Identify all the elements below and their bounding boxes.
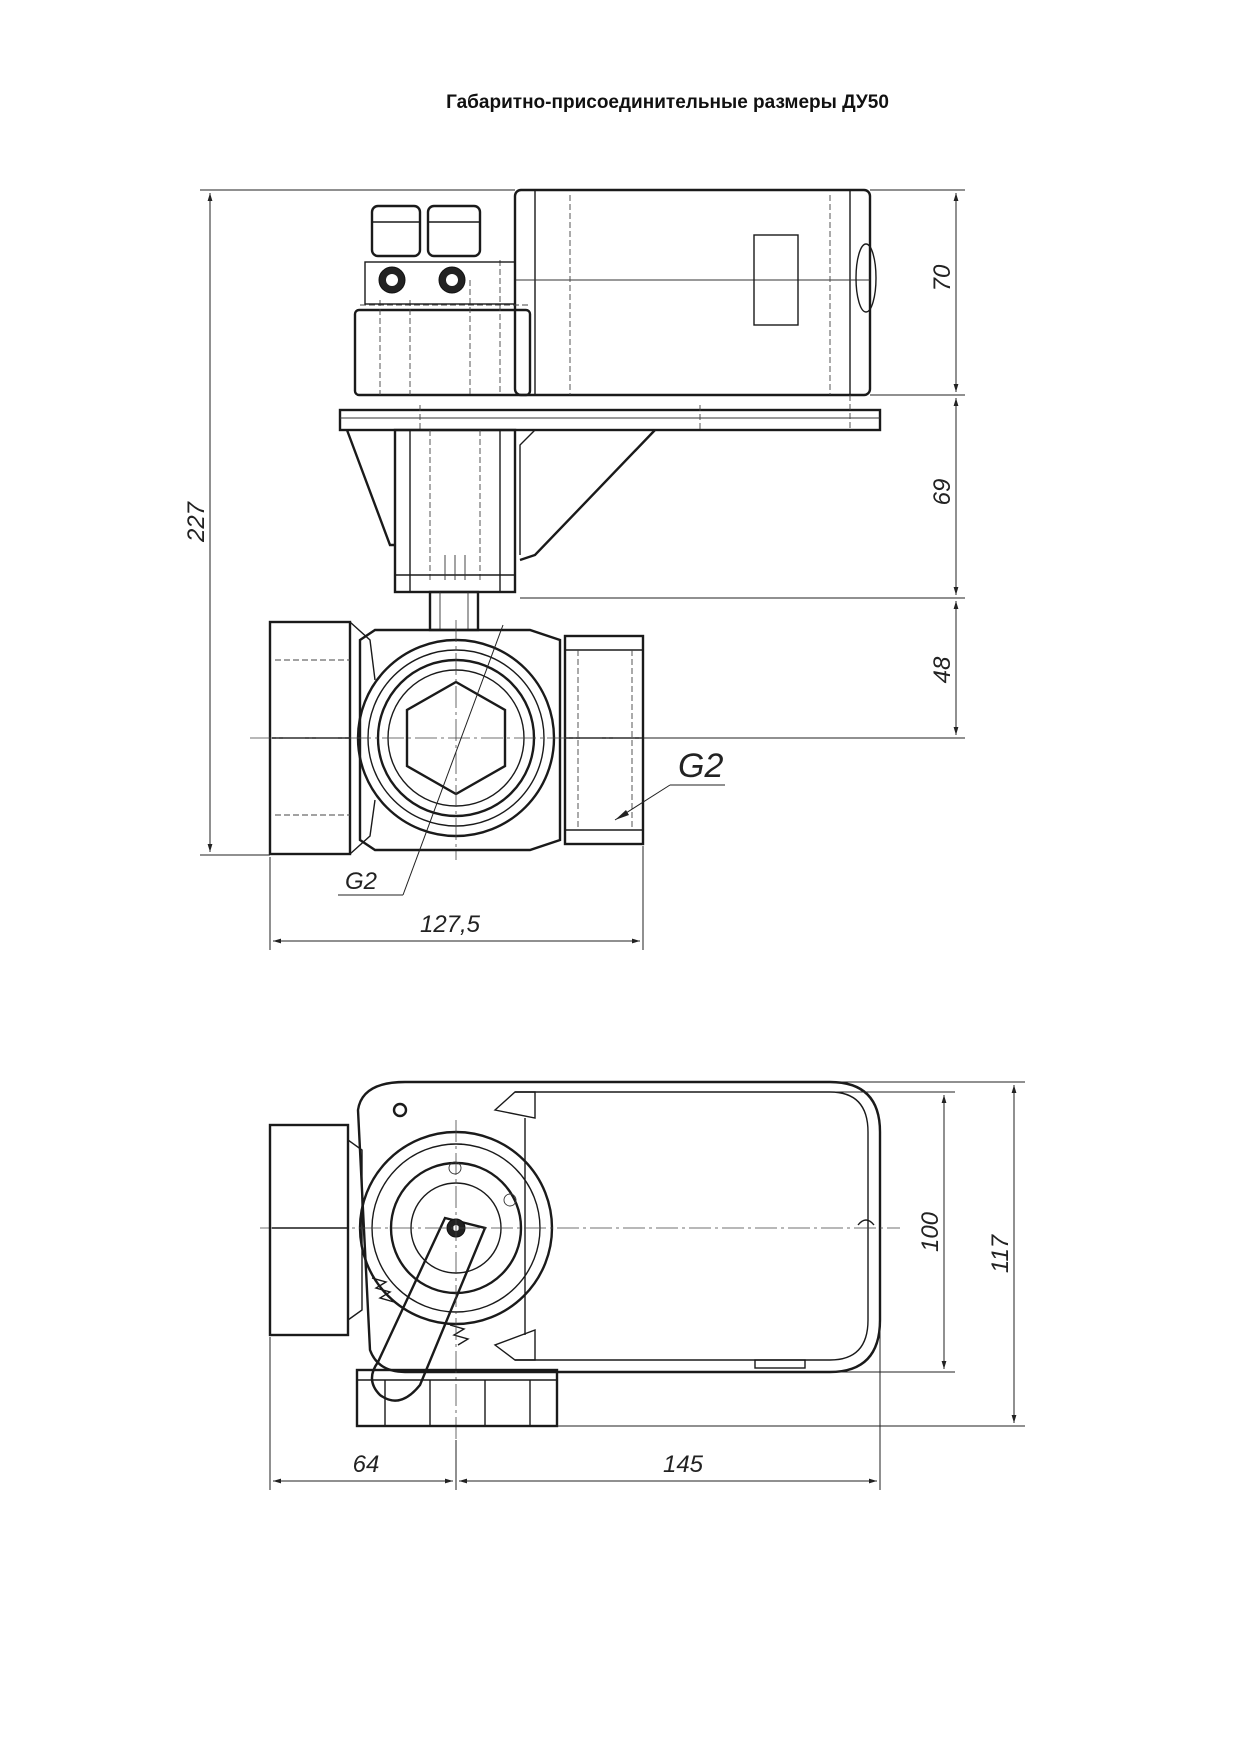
dimension-69-label: 69 bbox=[929, 479, 956, 506]
dimension-64-label: 64 bbox=[353, 1451, 380, 1478]
top-view: 100 117 64 145 bbox=[260, 1080, 1025, 1490]
dimension-117-label: 117 bbox=[987, 1233, 1014, 1273]
dimension-70-label: 70 bbox=[929, 264, 956, 291]
dimension-127-5-label: 127,5 bbox=[420, 911, 481, 938]
dimension-48: 48 bbox=[643, 601, 965, 739]
dimension-227: 227 bbox=[183, 189, 515, 856]
thread-leader-right: G2 bbox=[614, 747, 725, 821]
dimension-100: 100 bbox=[830, 1091, 955, 1373]
front-view: 227 70 69 48 G2 bbox=[183, 188, 965, 950]
thread-label-bottom: G2 bbox=[345, 868, 377, 895]
dimension-145: 145 bbox=[459, 1322, 881, 1490]
dimension-145-label: 145 bbox=[663, 1451, 704, 1478]
valve-body-front-drawing bbox=[250, 620, 650, 860]
valve-body-top-drawing bbox=[268, 1123, 559, 1428]
dimension-127-5: 127,5 bbox=[269, 846, 644, 950]
page-title: Габаритно-присоединительные размеры ДУ50 bbox=[446, 92, 889, 113]
dimension-69: 69 bbox=[520, 398, 965, 599]
thread-leader-bottom: G2 bbox=[338, 624, 504, 896]
dimension-117: 117 bbox=[557, 1081, 1025, 1427]
dimension-64: 64 bbox=[269, 1337, 457, 1490]
dimension-227-label: 227 bbox=[183, 500, 210, 543]
actuator-front-drawing bbox=[338, 188, 882, 632]
dimension-100-label: 100 bbox=[917, 1211, 944, 1252]
dimension-48-label: 48 bbox=[929, 656, 956, 683]
dimension-70: 70 bbox=[870, 189, 965, 396]
thread-label-right: G2 bbox=[678, 747, 723, 785]
